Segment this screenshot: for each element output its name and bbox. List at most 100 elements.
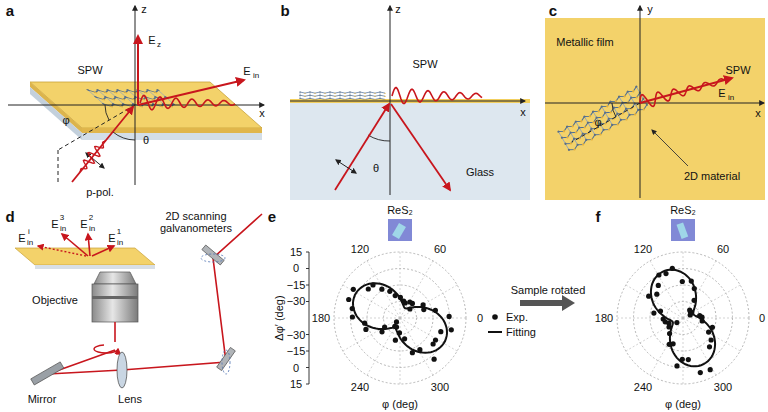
2d-material-lattice-part xyxy=(334,98,336,100)
field-vector xyxy=(640,78,732,103)
axes-part xyxy=(105,105,109,120)
polar-plot-part xyxy=(683,318,749,319)
galvanometer-mirror-part xyxy=(201,254,225,262)
2d-material-lattice-part xyxy=(300,92,301,95)
label: E xyxy=(243,65,250,77)
beam-packet xyxy=(75,137,109,175)
2d-material-lattice-part xyxy=(573,137,576,140)
polar-plot-part xyxy=(683,261,716,318)
2d-material-lattice-part xyxy=(310,92,311,95)
polar-plot-part xyxy=(692,298,697,303)
label: Δφ′ (deg) xyxy=(273,295,285,340)
2d-material-lattice-part xyxy=(600,105,603,108)
beam-part xyxy=(335,104,389,190)
2d-material-lattice-part xyxy=(370,92,371,95)
2d-material-lattice-part xyxy=(593,133,596,136)
2d-material-lattice-part xyxy=(109,105,114,107)
polar-plot-part xyxy=(438,329,443,334)
sample-slab-part xyxy=(35,265,155,269)
2d-material-lattice-part xyxy=(330,92,331,95)
2d-material-lattice-part xyxy=(309,97,311,99)
polar-plot xyxy=(617,252,749,384)
label: z xyxy=(141,3,147,15)
legend: Exp.Fitting xyxy=(488,309,536,339)
sample-thumbnail-part xyxy=(388,219,412,241)
2d-material-lattice-part xyxy=(571,125,574,128)
polar-plot-part xyxy=(650,318,683,375)
panel-letter: e xyxy=(268,209,276,226)
2d-material-lattice-part xyxy=(103,91,108,93)
2d-material-lattice-part xyxy=(370,95,371,98)
axes-part xyxy=(8,105,264,106)
beam-packet-part xyxy=(75,137,109,175)
axes-part xyxy=(58,105,135,150)
script-index: 3 xyxy=(60,214,64,223)
polar-plot-part xyxy=(617,252,749,384)
polar-plot-part xyxy=(683,318,684,384)
label: Mirror xyxy=(28,393,57,405)
2d-material-lattice-part xyxy=(384,92,386,94)
optical-path-part xyxy=(94,345,118,353)
polar-plot-part xyxy=(433,337,438,342)
label: Objective xyxy=(32,294,78,306)
legend-sample-part xyxy=(492,314,498,320)
2d-material-lattice-part xyxy=(364,98,366,100)
polar-plot-part xyxy=(379,329,384,334)
sample-thumbnail-part xyxy=(392,223,406,239)
script-index: in xyxy=(60,225,66,234)
polar-plot-part xyxy=(306,384,309,385)
2d-material-lattice-part xyxy=(384,95,386,97)
2d-material-lattice-part xyxy=(592,110,595,113)
axes xyxy=(8,6,264,185)
2d-material-lattice-part xyxy=(602,128,605,131)
rotation-arrow-part xyxy=(520,295,575,311)
metal-film xyxy=(30,82,262,140)
legend-text: Fitting xyxy=(506,326,536,338)
2d-material-lattice-part xyxy=(611,123,614,126)
2d-material-lattice-part xyxy=(632,90,635,93)
2d-material-lattice-part xyxy=(340,92,341,95)
2d-material-lattice-part xyxy=(324,98,326,100)
label: E xyxy=(148,34,155,46)
label: Glass xyxy=(466,166,494,178)
axes-part xyxy=(290,101,525,102)
2d-material-lattice-part xyxy=(299,97,301,99)
2d-material-lattice-part xyxy=(369,94,371,96)
field-vectors-part xyxy=(138,80,244,105)
2d-material-lattice-part xyxy=(349,97,351,99)
panel-letter: c xyxy=(549,3,557,20)
label: φ (deg) xyxy=(382,398,418,410)
label: 180 xyxy=(312,312,330,324)
polar-plot-part xyxy=(432,357,437,362)
label: −15 xyxy=(287,279,306,291)
polar-plot-part xyxy=(674,363,679,368)
polar-plot-part xyxy=(447,314,452,319)
polar-plot-part xyxy=(686,357,691,362)
polar-plot-part xyxy=(306,252,309,253)
glass-substrate xyxy=(290,99,530,200)
2d-material-lattice-part xyxy=(614,100,617,103)
polar-plot-part xyxy=(362,321,367,326)
label: φ xyxy=(62,114,69,126)
2d-material-lattice-part xyxy=(344,95,346,97)
polar-plot-part xyxy=(697,313,702,318)
metal-film-part xyxy=(30,87,82,140)
label: Metallic film xyxy=(555,36,615,48)
2d-material-lattice-part xyxy=(324,92,326,94)
2d-material-lattice-part xyxy=(314,95,316,97)
field-vectors-part xyxy=(38,246,86,256)
2d-material-lattice-part xyxy=(339,94,341,96)
label: φ (deg) xyxy=(665,398,701,410)
polar-plot-part xyxy=(366,286,371,291)
metal-film-part xyxy=(82,128,262,133)
incident-beam xyxy=(72,107,133,182)
label: E xyxy=(51,218,58,230)
axes-part xyxy=(612,103,616,117)
spw-wave xyxy=(140,95,235,109)
axes-part xyxy=(368,135,390,141)
polar-plot-part xyxy=(706,330,711,335)
label: E xyxy=(108,232,115,244)
spw-wave-part xyxy=(140,95,235,109)
label: 60 xyxy=(717,243,729,255)
beam-part xyxy=(391,104,450,190)
